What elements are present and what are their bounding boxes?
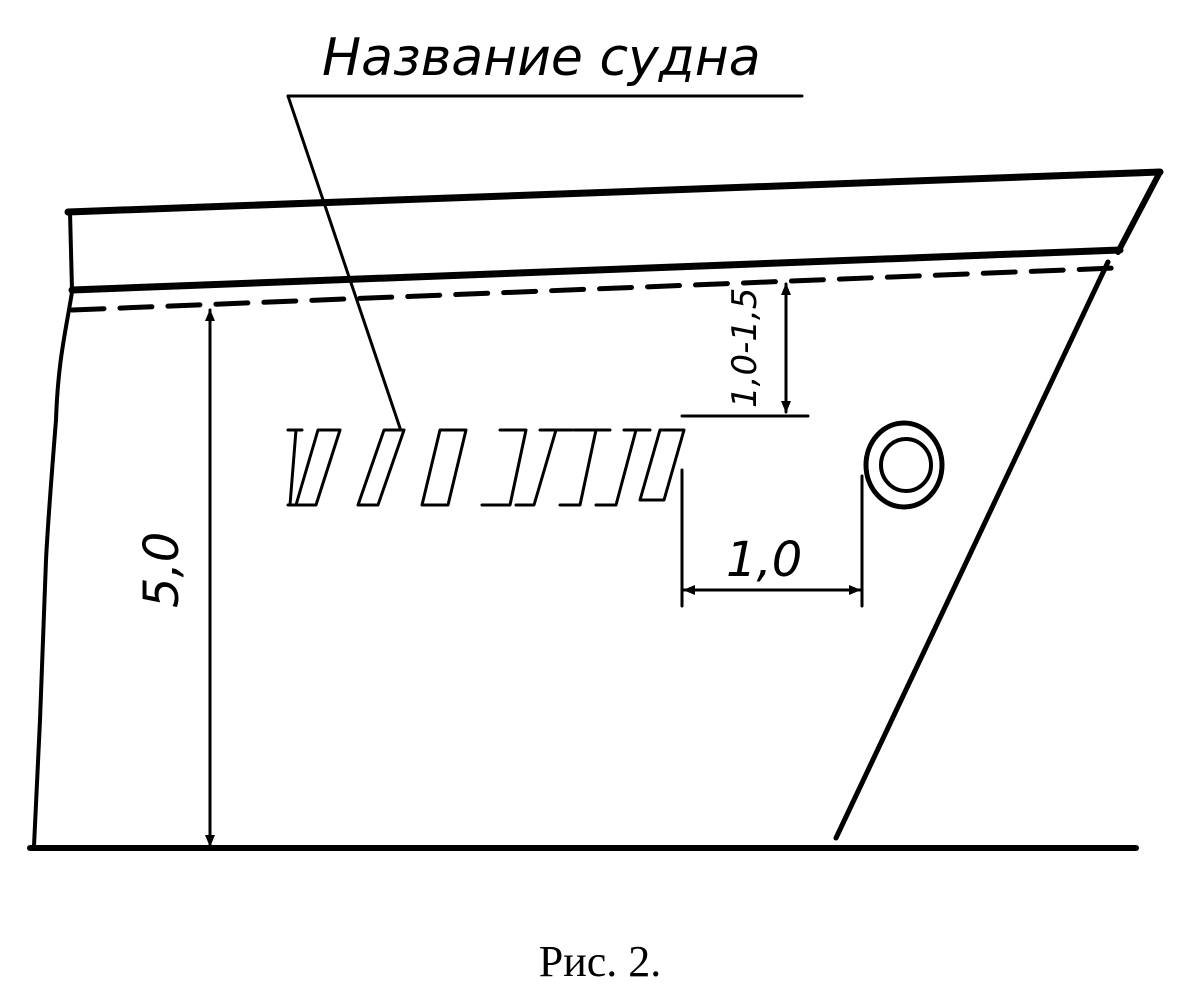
dim-horizontal-label: 1,0	[726, 532, 802, 588]
title-label: Название судна	[322, 28, 761, 88]
title-leader	[286, 94, 804, 430]
dim-top-offset-label: 1,0-1,5	[725, 288, 765, 408]
reference-lines	[680, 414, 864, 608]
hull-outline	[27, 168, 1164, 851]
dim-vertical-total-label: 5,0	[134, 532, 190, 608]
ship-name-hatch	[286, 428, 686, 507]
porthole	[863, 420, 945, 510]
figure-caption: Рис. 2.	[539, 937, 662, 986]
